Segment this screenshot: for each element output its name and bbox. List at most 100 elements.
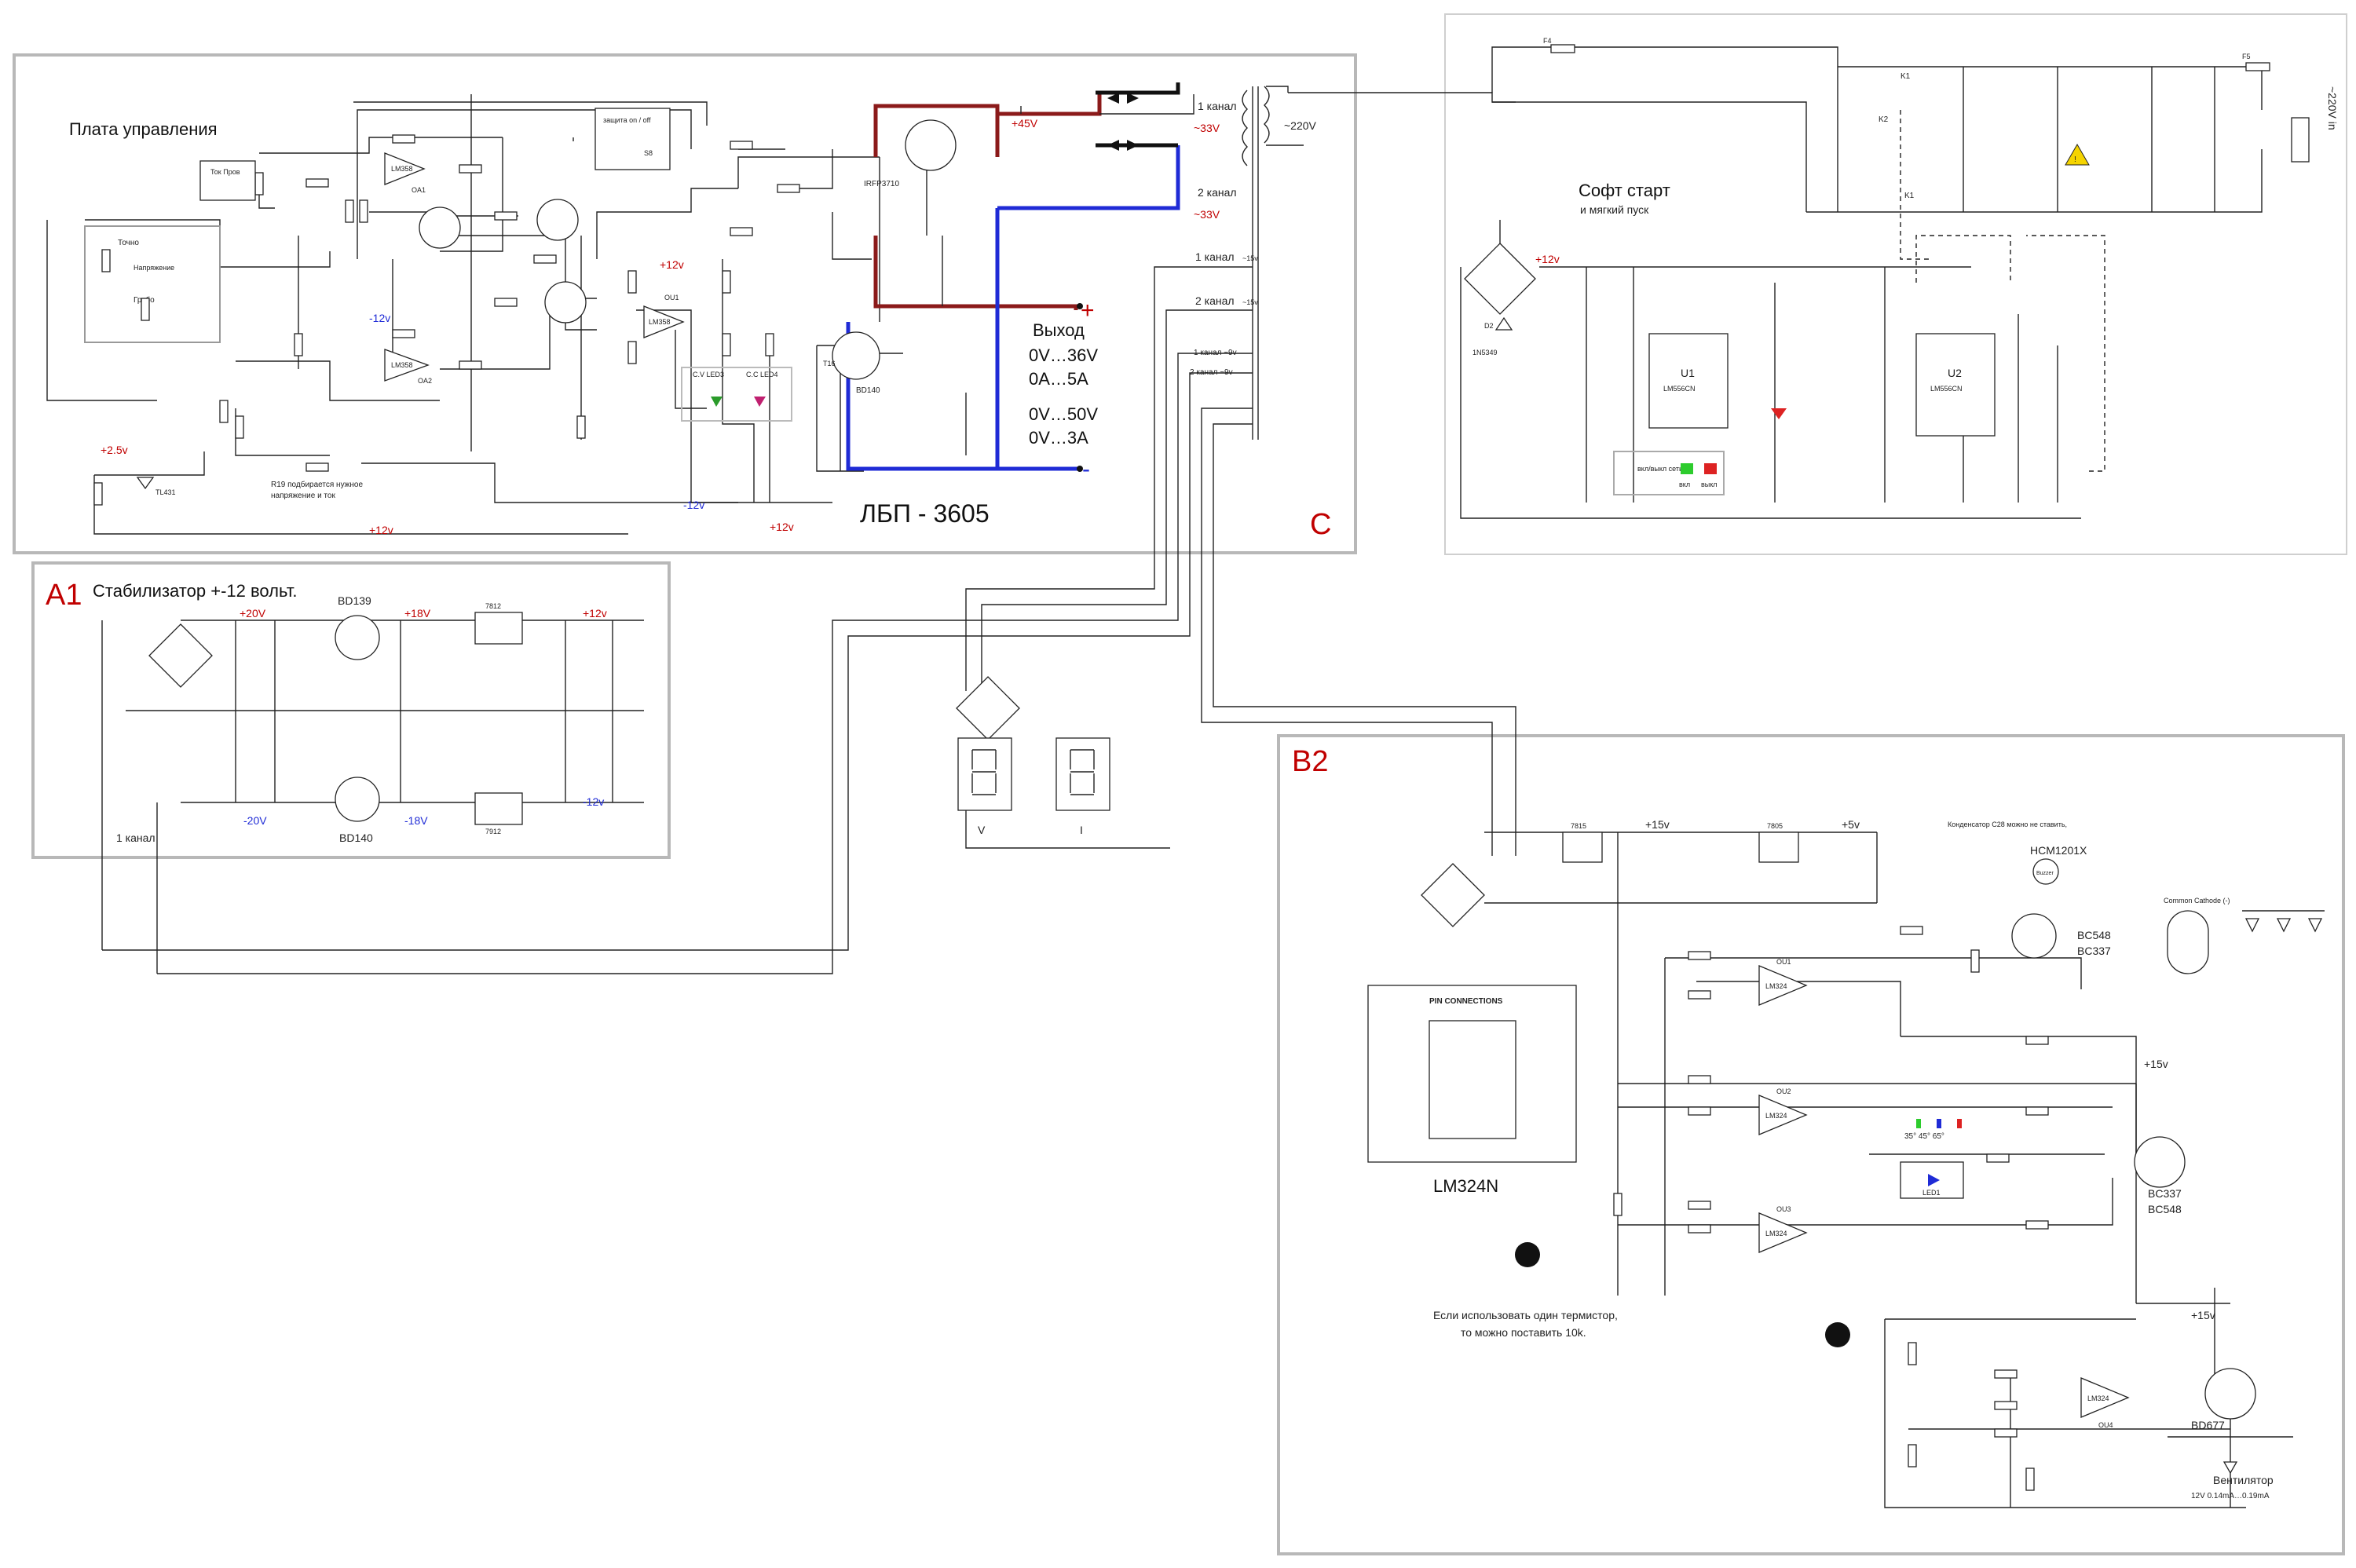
b2-marker: B2 — [1292, 745, 1328, 778]
svg-text:LM324: LM324 — [1765, 1112, 1787, 1120]
b2-opamp-ou4: LM324 OU4 — [2080, 1377, 2130, 1429]
b2-rail-plus15-c: +15v — [2191, 1309, 2215, 1321]
buzzer-icon — [2032, 858, 2059, 885]
pot-voltage-label: Напряжение — [134, 264, 174, 272]
a1-bridge-rectifier — [148, 623, 213, 688]
a1-bd139-label: BD139 — [338, 594, 371, 607]
softstart-u2-chip — [1915, 333, 1996, 437]
protection-switch-id: S8 — [644, 149, 653, 157]
output-plus-node — [1077, 303, 1083, 309]
svg-text:LM358: LM358 — [649, 318, 671, 326]
winding-ch1: 1 канал — [1198, 100, 1237, 112]
aux-winding-wiring — [102, 92, 1516, 974]
product-name: ЛБП - 3605 — [860, 499, 990, 528]
a1-stabilizer-frame — [31, 561, 671, 859]
rail-plus45: +45V — [1012, 117, 1038, 130]
rgb-led-icon — [1928, 1174, 1940, 1186]
main-board-marker: C — [1310, 508, 1331, 541]
mosfet-irfp3710 — [905, 119, 957, 171]
transistor-t17 — [2134, 1136, 2186, 1188]
current-prov-box — [199, 160, 256, 201]
protection-switch-box — [594, 108, 671, 170]
output-minus-node — [1077, 466, 1083, 472]
b2-opamp-ou3: LM324 OU3 — [1758, 1205, 1808, 1253]
a1-regulator-7812 — [474, 612, 523, 645]
b2-opamp-ou1: LM324 OU1 — [1758, 958, 1808, 1006]
bd677-label: BD677 — [2191, 1419, 2225, 1431]
winding-ch1-15: 1 канал — [1195, 250, 1235, 263]
thermistor-2-icon — [1825, 1322, 1850, 1347]
led3-green-icon — [711, 397, 723, 407]
a1-rail-plus20: +20V — [240, 607, 266, 620]
lm324-pinout-icon — [1429, 1020, 1516, 1139]
a1-bd140-label: BD140 — [339, 832, 373, 844]
primary-voltage: ~220V — [1284, 119, 1317, 132]
r19-note-line2: напряжение и ток — [271, 492, 335, 500]
voltmeter-label: V — [978, 824, 986, 836]
softstart-title: Софт старт — [1579, 181, 1670, 200]
winding-ch2: 2 канал — [1198, 186, 1237, 199]
a1-title: Стабилизатор +-12 вольт. — [93, 581, 298, 601]
softstart-wiring — [1460, 46, 2263, 519]
a1-reg-7912-label: 7912 — [485, 828, 501, 835]
led3-label: C.V LED3 — [693, 371, 724, 378]
rail-plus12-c: +12v — [770, 521, 794, 533]
ref-voltage-label: +2.5v — [101, 444, 128, 456]
svg-text:LM358: LM358 — [391, 361, 413, 369]
output-plus-terminal: + — [1081, 298, 1095, 323]
output-voltage-range-2: 0V…50V — [1029, 404, 1098, 424]
temp-65-indicator — [1957, 1119, 1962, 1128]
transformer — [1242, 86, 1289, 440]
power-stage-wiring — [817, 82, 1194, 471]
softstart-on-label: вкл — [1679, 481, 1690, 488]
b2-resistors — [1613, 926, 2049, 1491]
winding-ch2-voltage: ~33V — [1194, 208, 1220, 221]
a1-rail-minus18: -18V — [404, 814, 428, 827]
fan-label: Вентилятор — [2213, 1474, 2274, 1486]
winding-ch1-15-voltage: ~15v — [1242, 254, 1258, 262]
svg-text:OA1: OA1 — [412, 186, 426, 194]
transistor-t19 — [2204, 1368, 2256, 1420]
transistor-q3 — [544, 281, 587, 323]
temp-45-indicator — [1937, 1119, 1941, 1128]
output-title: Выход — [1033, 320, 1085, 340]
b2-rail-plus15-b: +15v — [2144, 1058, 2168, 1070]
rail-minus12-a: -12v — [369, 312, 390, 324]
control-board-resistors — [93, 134, 800, 506]
b2-rail-plus15: +15v — [1645, 818, 1670, 831]
a1-channel-label: 1 канал — [116, 832, 155, 844]
transistor-q2 — [536, 199, 579, 241]
tl431-label: TL431 — [155, 488, 176, 496]
svg-text:OU3: OU3 — [1776, 1205, 1791, 1213]
b2-regulator-7815 — [1562, 832, 1603, 863]
t17-part-b: BC548 — [2148, 1203, 2182, 1215]
a1-wiring — [101, 620, 644, 974]
softstart-u2-part: LM556CN — [1930, 385, 1963, 393]
winding-ch2-15: 2 канал — [1195, 294, 1235, 307]
fuse-f4 — [1550, 44, 1575, 53]
pot-fine-label: Точно — [118, 239, 139, 247]
rgb-diode-triplet-icon — [2242, 910, 2325, 933]
opamp-oa2: LM358 OA2 — [384, 349, 432, 385]
softstart-led-red-icon — [1771, 408, 1787, 419]
pin-connections-title: PIN CONNECTIONS — [1429, 997, 1503, 1006]
temp-35-indicator — [1916, 1119, 1921, 1128]
a1-reg-7812-label: 7812 — [485, 602, 501, 610]
bd140-label: BD140 — [856, 386, 880, 395]
protection-switch-label: защита on / off — [603, 116, 651, 124]
fuse-f4-label: F4 — [1543, 37, 1552, 45]
opamp-oa1: LM358 OA1 — [384, 152, 426, 194]
softstart-subtitle: и мягкий пуск — [1580, 203, 1649, 216]
rail-plus12-a: +12v — [369, 524, 393, 536]
softstart-bridge — [1464, 243, 1536, 315]
common-cathode-label: Common Cathode (-) — [2164, 897, 2230, 905]
softstart-switch-box — [1613, 451, 1725, 495]
softstart-off-label: выкл — [1701, 481, 1718, 488]
common-cathode-led-icon — [2167, 910, 2209, 974]
a1-rail-minus12: -12v — [583, 795, 604, 808]
transistor-t16 — [832, 331, 880, 380]
fuse-f5-label: F5 — [2242, 53, 2251, 60]
b2-opamp-ou2: LM324 OU2 — [1758, 1087, 1808, 1135]
softstart-u1-part: LM556CN — [1663, 385, 1696, 393]
svg-text:OA2: OA2 — [418, 377, 432, 385]
